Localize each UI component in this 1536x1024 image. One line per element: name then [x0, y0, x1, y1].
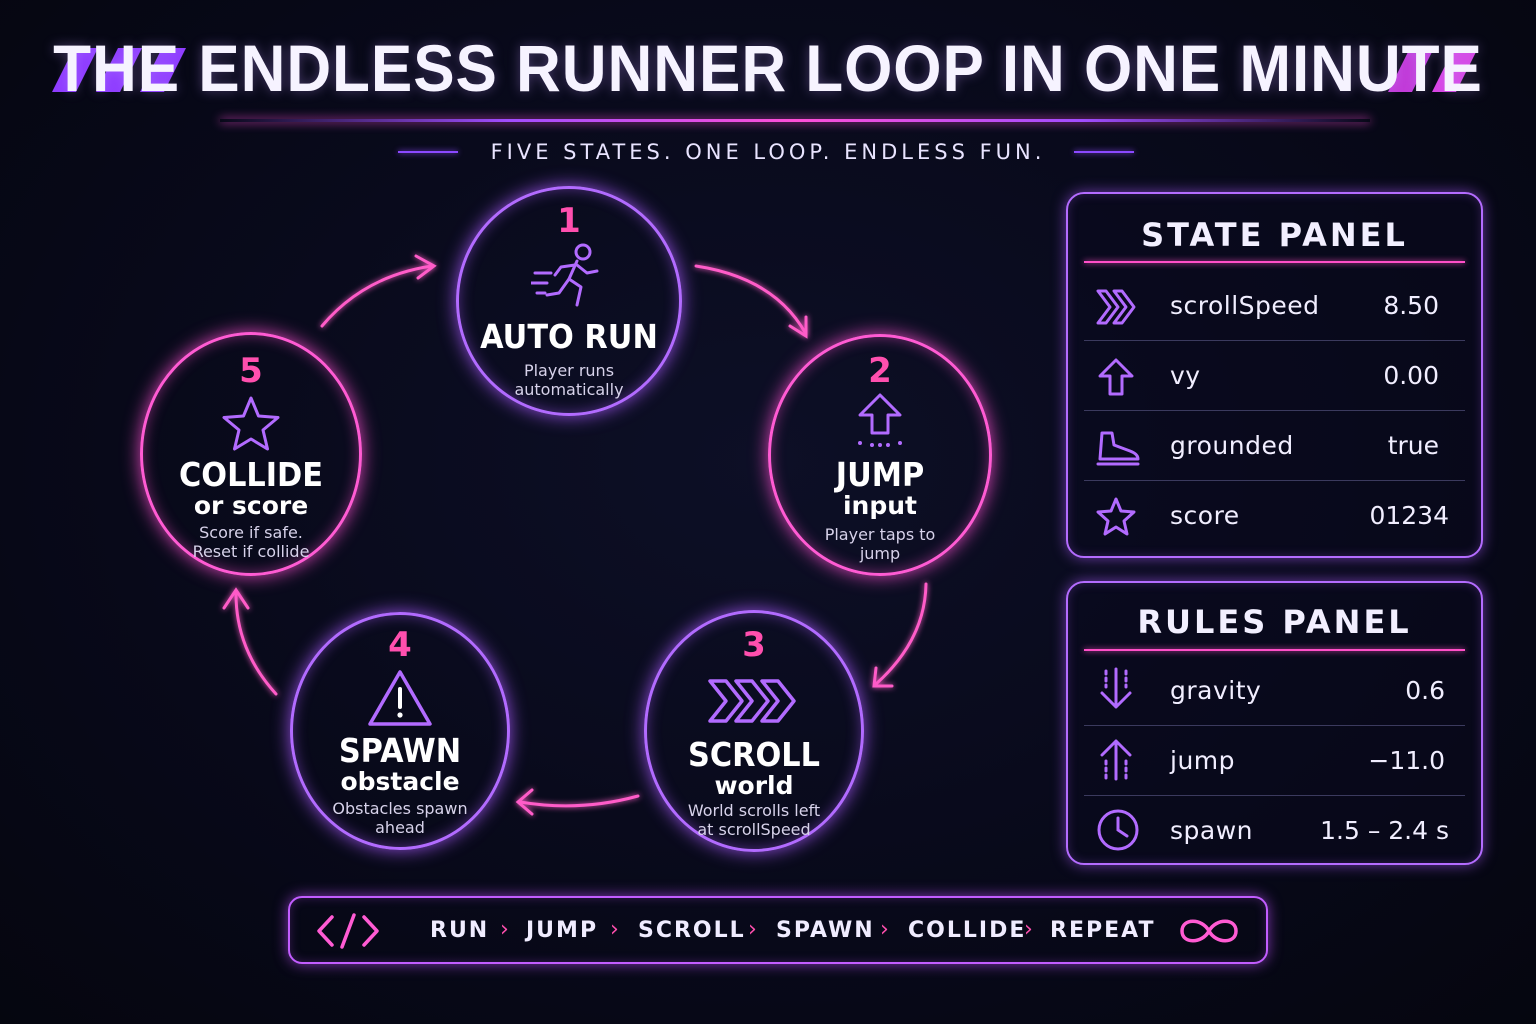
runner-icon	[531, 243, 599, 307]
state-value: 01234	[1369, 501, 1449, 530]
node-title: AUTO RUN	[480, 317, 658, 356]
arrow-2-to-3	[874, 582, 928, 686]
node-description-line1: Player runs	[523, 361, 615, 380]
state-row-vy: vy 0.00	[1084, 341, 1465, 411]
rules-panel: RULES PANEL gravity 0.6 jump −11.0	[1066, 581, 1483, 865]
arrow-3-to-4	[518, 794, 640, 808]
chevron-right-icon: ›	[610, 917, 619, 942]
node-number: 1	[557, 201, 581, 241]
sequence-item-collide: COLLIDE	[908, 918, 1027, 943]
page-title: THE ENDLESS RUNNER LOOP IN ONE MINUTE	[53, 31, 1483, 105]
state-label: scrollSpeed	[1170, 291, 1320, 320]
state-label: grounded	[1170, 431, 1294, 460]
rules-label: jump	[1170, 746, 1236, 775]
state-panel: STATE PANEL scrollSpeed 8.50 vy 0.00 gro…	[1066, 192, 1483, 558]
node-number: 2	[868, 351, 892, 391]
chevron-right-icon: ›	[500, 917, 509, 942]
star-icon	[222, 396, 280, 451]
triple-chevron-icon	[708, 679, 796, 723]
node-jump: 2 JUMP input Player taps to jump	[768, 334, 992, 576]
double-chevron-icon	[1096, 289, 1136, 325]
code-icon	[317, 913, 379, 949]
state-row-scrollspeed: scrollSpeed 8.50	[1084, 271, 1465, 341]
node-description-line1: Obstacles spawn	[332, 799, 468, 818]
node-description-line2: ahead	[375, 818, 425, 837]
node-scroll: 3 SCROLL world World scrolls left at scr…	[644, 610, 864, 852]
state-value: true	[1387, 431, 1439, 460]
down-arrow-icon	[1100, 667, 1132, 709]
node-title: COLLIDE	[178, 455, 324, 494]
rules-value: −11.0	[1368, 746, 1445, 775]
state-panel-title: STATE PANEL	[1141, 216, 1408, 254]
node-number: 3	[742, 625, 766, 665]
rules-row-jump: jump −11.0	[1084, 726, 1465, 796]
up-arrow-icon	[1098, 358, 1134, 396]
jump-arrow-icon	[858, 393, 902, 447]
node-subtitle: input	[842, 491, 917, 520]
node-number: 4	[388, 625, 412, 665]
state-row-grounded: grounded true	[1084, 411, 1465, 481]
sequence-item-scroll: SCROLL	[638, 918, 746, 943]
arrow-1-to-2	[694, 264, 808, 336]
shoe-icon	[1096, 431, 1140, 466]
node-description-line2: at scrollSpeed	[697, 820, 811, 839]
node-auto-run: 1 AUTO RUN Player runs automatically	[456, 186, 682, 416]
sequence-item-spawn: SPAWN	[776, 918, 875, 943]
node-title: SCROLL	[687, 735, 821, 774]
chevron-right-icon: ›	[880, 917, 889, 942]
rules-value: 1.5 – 2.4 s	[1320, 816, 1449, 845]
right-slashes-icon	[1388, 48, 1478, 92]
infinity-icon	[1180, 919, 1238, 943]
state-row-score: score 01234	[1084, 481, 1465, 551]
node-title: SPAWN	[338, 731, 462, 770]
rules-row-gravity: gravity 0.6	[1084, 656, 1465, 726]
node-description-line2: automatically	[514, 380, 624, 399]
node-description-line1: Player taps to	[824, 525, 936, 544]
arrow-5-to-1	[320, 264, 434, 328]
node-description-line1: Score if safe.	[199, 523, 303, 542]
node-subtitle: world	[714, 771, 794, 800]
clock-icon	[1097, 809, 1139, 851]
star-icon	[1096, 497, 1136, 536]
chevron-right-icon: ›	[1024, 917, 1033, 942]
rules-value: 0.6	[1405, 676, 1445, 705]
arrow-4-to-5	[234, 592, 278, 696]
warning-icon	[368, 670, 432, 726]
sequence-item-jump: JUMP	[526, 918, 599, 943]
page-subtitle: FIVE STATES. ONE LOOP. ENDLESS FUN.	[490, 140, 1046, 164]
node-collide: 5 COLLIDE or score Score if safe. Reset …	[140, 332, 362, 576]
rules-label: gravity	[1170, 676, 1262, 705]
state-value: 0.00	[1383, 361, 1439, 390]
subtitle-dash-left	[398, 151, 458, 153]
state-panel-divider	[1084, 261, 1465, 263]
rules-panel-divider	[1084, 649, 1465, 651]
rules-label: spawn	[1170, 816, 1254, 845]
left-slashes-icon	[52, 48, 186, 92]
sequence-item-run: RUN	[430, 918, 490, 943]
node-title: JUMP	[835, 455, 925, 494]
node-spawn: 4 SPAWN obstacle Obstacles spawn ahead	[290, 612, 510, 850]
sequence-item-repeat: REPEAT	[1050, 918, 1156, 943]
node-number: 5	[239, 351, 263, 391]
state-label: vy	[1170, 361, 1201, 390]
node-subtitle: or score	[193, 491, 309, 520]
node-subtitle: obstacle	[340, 767, 460, 796]
chevron-right-icon: ›	[748, 917, 757, 942]
rules-panel-title: RULES PANEL	[1137, 603, 1412, 641]
subtitle-dash-right	[1074, 151, 1134, 153]
node-description-line1: World scrolls left	[687, 801, 821, 820]
sequence-bar: RUN › JUMP › SCROLL › SPAWN › COLLIDE › …	[288, 896, 1268, 964]
node-description-line2: Reset if collide	[192, 542, 310, 561]
dotted-up-arrow-icon	[1100, 739, 1132, 781]
state-value: 8.50	[1383, 291, 1439, 320]
state-label: score	[1170, 501, 1240, 530]
title-underline	[220, 119, 1370, 122]
rules-row-spawn: spawn 1.5 – 2.4 s	[1084, 796, 1465, 866]
node-description-line2: jump	[859, 544, 901, 563]
